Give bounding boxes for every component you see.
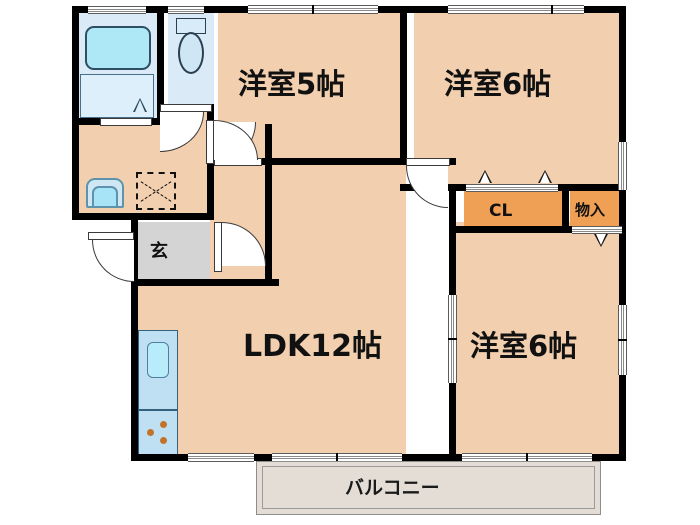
wall-closet-bottom [456, 226, 626, 233]
stove-burner-front [160, 437, 167, 444]
window-ldk-south-left[interactable] [188, 453, 254, 462]
wall-bedroom5-6-divider [400, 6, 407, 165]
window-bedroom6-south-mullion [526, 453, 528, 462]
kitchen-sink [147, 342, 169, 378]
bedroom-6jo-lower-area [456, 222, 626, 455]
washing-machine-space [136, 172, 176, 210]
window-bedroom5-mullion [312, 5, 314, 14]
label-ldk: LDK12帖 [243, 329, 383, 364]
wall-hall-right [265, 124, 272, 286]
closet-cl-open-marker-left [478, 170, 492, 183]
window-ldk-south-mullion [336, 453, 338, 462]
wall-bath-toilet-divider [157, 6, 164, 124]
bedroom6-upper-door-swing [406, 166, 448, 208]
wall-washroom-bottom [72, 213, 214, 220]
washbasin-bowl [92, 186, 118, 208]
label-closet: CL [489, 201, 513, 221]
label-bedroom-6jo-lower: 洋室6帖 [470, 329, 578, 363]
stove-burner-right [160, 421, 167, 428]
window-bath[interactable] [88, 6, 146, 14]
wall-ldk-left [131, 279, 138, 461]
window-toilet[interactable] [168, 6, 204, 14]
ldk-upper-area [272, 164, 406, 284]
storage-open-marker [594, 234, 608, 247]
closet-door-cl[interactable] [466, 184, 558, 192]
balcony-area [256, 461, 601, 515]
bath-door-leaf[interactable] [100, 118, 152, 126]
label-entrance: 玄 [150, 241, 168, 262]
wall-bedroom5-bottom [214, 158, 406, 165]
entrance-door-swing [92, 240, 134, 282]
closet-cl-open-marker-right [538, 170, 552, 183]
wall-cl-storage-divider [562, 184, 569, 232]
stove-unit [138, 410, 178, 455]
window-bedroom6-upper-north[interactable] [448, 5, 584, 14]
sliding-door-mullion [448, 338, 457, 340]
storage-monoire-area [570, 190, 626, 232]
bath-drain-marker [133, 98, 147, 112]
washroom-door-leaf[interactable] [206, 120, 214, 164]
stove-burner-left [147, 429, 154, 436]
bedroom6-upper-door-leaf[interactable] [406, 158, 450, 166]
window-bedroom6-upper-mullion [551, 5, 553, 14]
toilet-door-leaf[interactable] [160, 104, 212, 112]
closet-door-storage[interactable] [572, 226, 622, 234]
label-bedroom-5jo: 洋室5帖 [238, 67, 346, 101]
wall-genkan-left [131, 213, 138, 286]
hall-ldk-door-leaf[interactable] [214, 222, 222, 272]
wall-right-outer [619, 6, 626, 461]
label-balcony: バルコニー [345, 477, 440, 499]
closet-cl-area [464, 190, 562, 232]
wall-left-bath [72, 6, 79, 220]
bathtub [85, 26, 151, 70]
toilet-bowl [178, 32, 204, 74]
label-storage: 物入 [575, 201, 606, 219]
ldk-area [138, 280, 406, 455]
label-bedroom-6jo-upper: 洋室6帖 [444, 67, 552, 101]
window-bedroom6-lower-east-mullion [618, 339, 627, 341]
entrance-genkan-area [138, 222, 210, 280]
entrance-door-leaf[interactable] [88, 232, 134, 240]
wall-genkan-bottom [131, 279, 279, 286]
balcony-inner-outline [262, 466, 595, 509]
window-bedroom6-upper-east[interactable] [618, 142, 627, 190]
